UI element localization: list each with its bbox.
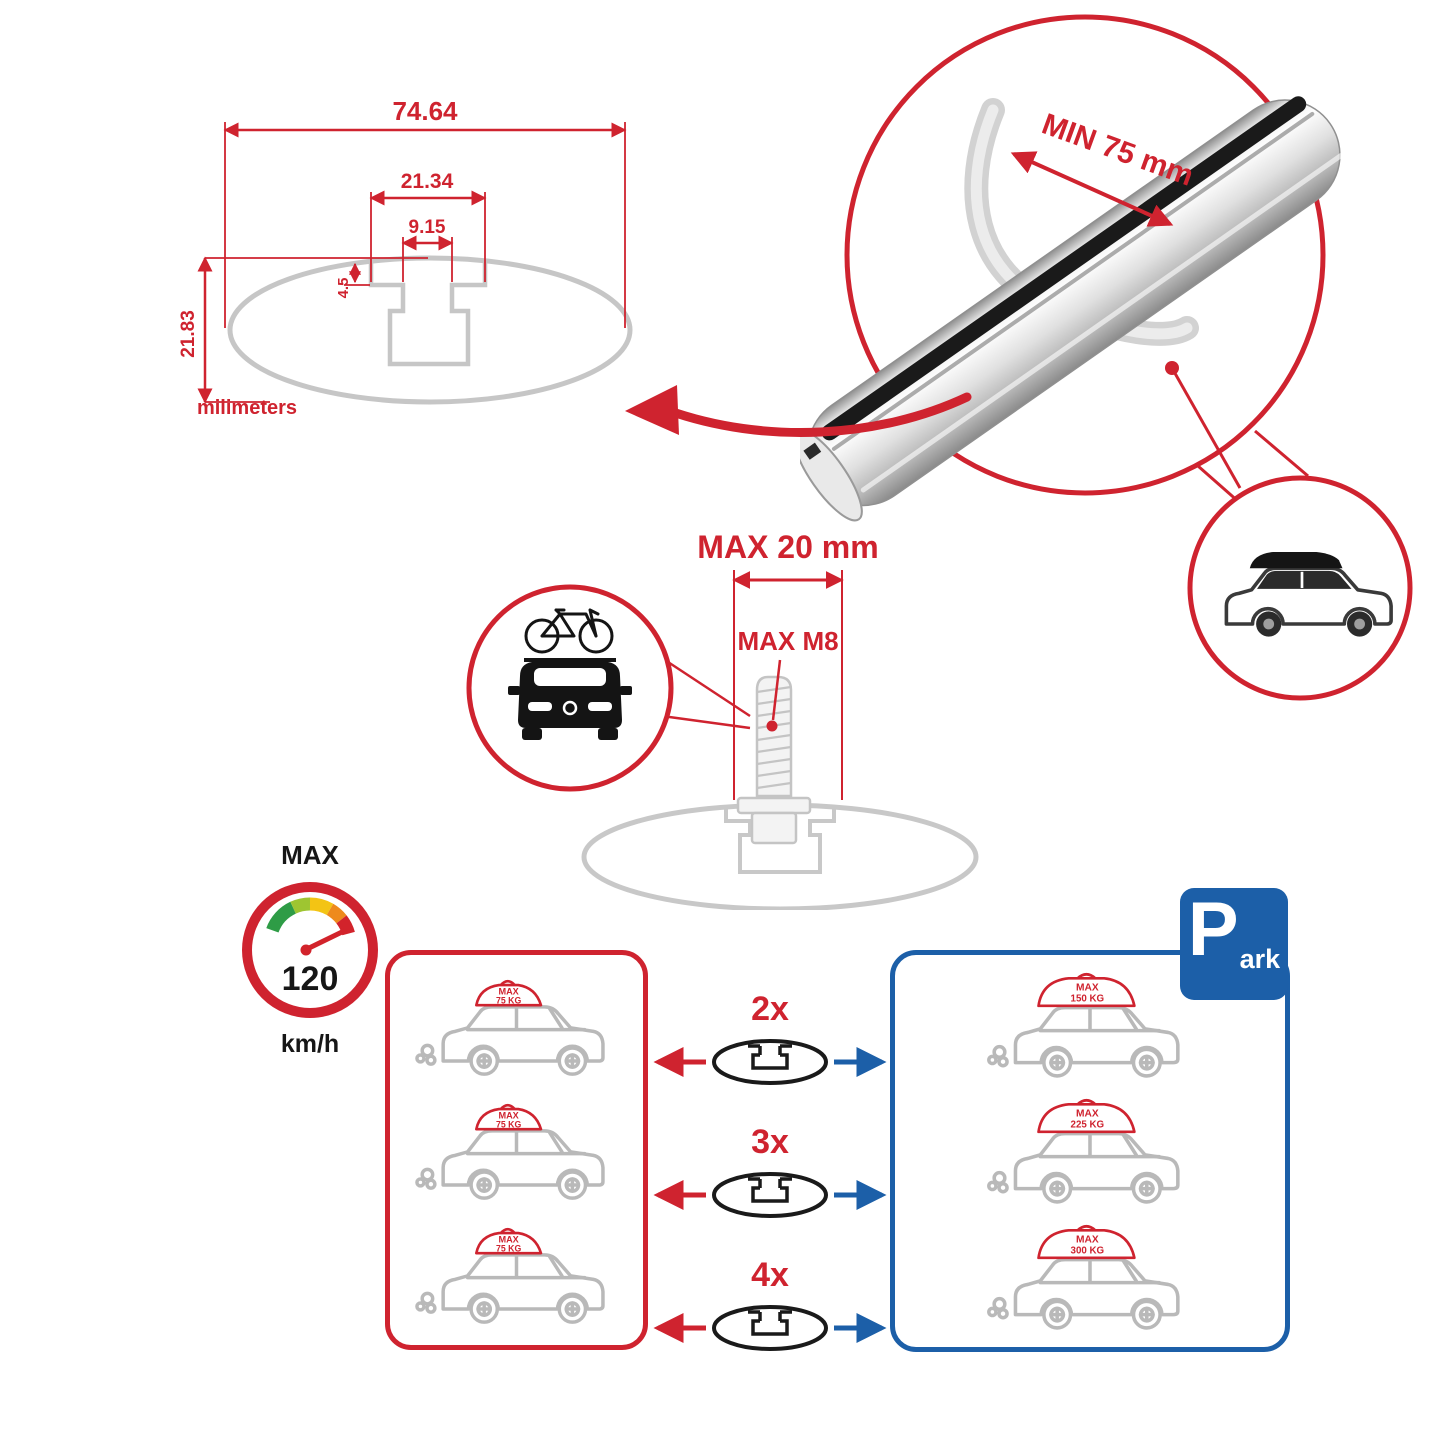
svg-text:4x: 4x bbox=[751, 1256, 789, 1294]
svg-text:MAX: MAX bbox=[498, 1111, 519, 1121]
svg-text:3x: 3x bbox=[751, 1123, 789, 1161]
cross-section-diagram: 74.64 21.34 9.15 21.83 4.5 milimeters bbox=[178, 96, 633, 419]
speed-units: km/h bbox=[281, 1030, 339, 1058]
dim-channel-inner-label: 9.15 bbox=[409, 217, 446, 238]
svg-text:225 KG: 225 KG bbox=[1071, 1119, 1105, 1130]
svg-text:MAX: MAX bbox=[1076, 1235, 1099, 1246]
car-225kg-row: MAX 225 KG bbox=[956, 1091, 1224, 1217]
count-row-3x: 3x bbox=[653, 1123, 887, 1216]
svg-text:75 KG: 75 KG bbox=[496, 1119, 521, 1129]
bar-profile-shape bbox=[227, 255, 633, 405]
dim-height-label: 21.83 bbox=[178, 310, 199, 358]
speed-value: 120 bbox=[282, 960, 339, 998]
car-75kg-row-2: MAX 75 KG bbox=[399, 1089, 634, 1213]
car-300kg-row: MAX 300 KG bbox=[956, 1217, 1224, 1343]
svg-text:MAX: MAX bbox=[1076, 1109, 1099, 1120]
park-rest: ark bbox=[1239, 944, 1281, 974]
svg-text:MAX: MAX bbox=[498, 987, 519, 997]
count-row-2x: 2x bbox=[653, 990, 887, 1083]
speed-max-label: MAX bbox=[281, 840, 339, 870]
svg-text:MAX: MAX bbox=[498, 1235, 519, 1245]
park-letter: P bbox=[1187, 887, 1239, 972]
svg-text:MAX: MAX bbox=[1076, 983, 1099, 994]
max-length-label: MAX 20 mm bbox=[697, 529, 878, 565]
svg-text:75 KG: 75 KG bbox=[496, 1243, 521, 1253]
svg-text:2x: 2x bbox=[751, 990, 789, 1028]
bar-detail-callout: MIN 75 mm bbox=[800, 14, 1413, 701]
parked-capacity-panel: MAX 150 KG MAX 225 KG MAX 300 KG bbox=[890, 950, 1290, 1352]
crossbar-profile-icon bbox=[714, 1174, 826, 1216]
max-thread-label: MAX M8 bbox=[737, 626, 838, 656]
bar-count-column: 2x 3x 4x bbox=[653, 990, 887, 1352]
aluminum-crossbar bbox=[800, 96, 1344, 522]
crossbar-profile-icon bbox=[714, 1041, 826, 1083]
units-label: milimeters bbox=[197, 397, 297, 419]
count-row-4x: 4x bbox=[653, 1256, 887, 1349]
car-75kg-row-3: MAX 75 KG bbox=[399, 1213, 634, 1337]
svg-text:300 KG: 300 KG bbox=[1071, 1245, 1105, 1256]
bolt-detail-diagram: MAX 20 mm MAX M8 bbox=[466, 529, 979, 910]
svg-text:150 KG: 150 KG bbox=[1071, 993, 1105, 1004]
threaded-bolt bbox=[736, 675, 812, 845]
min-span-arrow bbox=[1010, 151, 1174, 227]
speed-limit-badge: MAX 120 km/h bbox=[242, 840, 378, 1058]
car-150kg-row: MAX 150 KG bbox=[956, 965, 1224, 1091]
dim-total-width-label: 74.64 bbox=[392, 96, 458, 126]
profile-pointer-arrow bbox=[625, 385, 972, 437]
car-75kg-row-1: MAX 75 KG bbox=[399, 965, 634, 1089]
dim-step-label: 4.5 bbox=[335, 278, 352, 299]
svg-text:75 KG: 75 KG bbox=[496, 995, 521, 1005]
crossbar-profile-icon bbox=[714, 1307, 826, 1349]
driving-capacity-panel: MAX 75 KG MAX 75 KG MAX 75 KG bbox=[385, 950, 648, 1350]
dim-channel-outer-label: 21.34 bbox=[401, 170, 454, 193]
